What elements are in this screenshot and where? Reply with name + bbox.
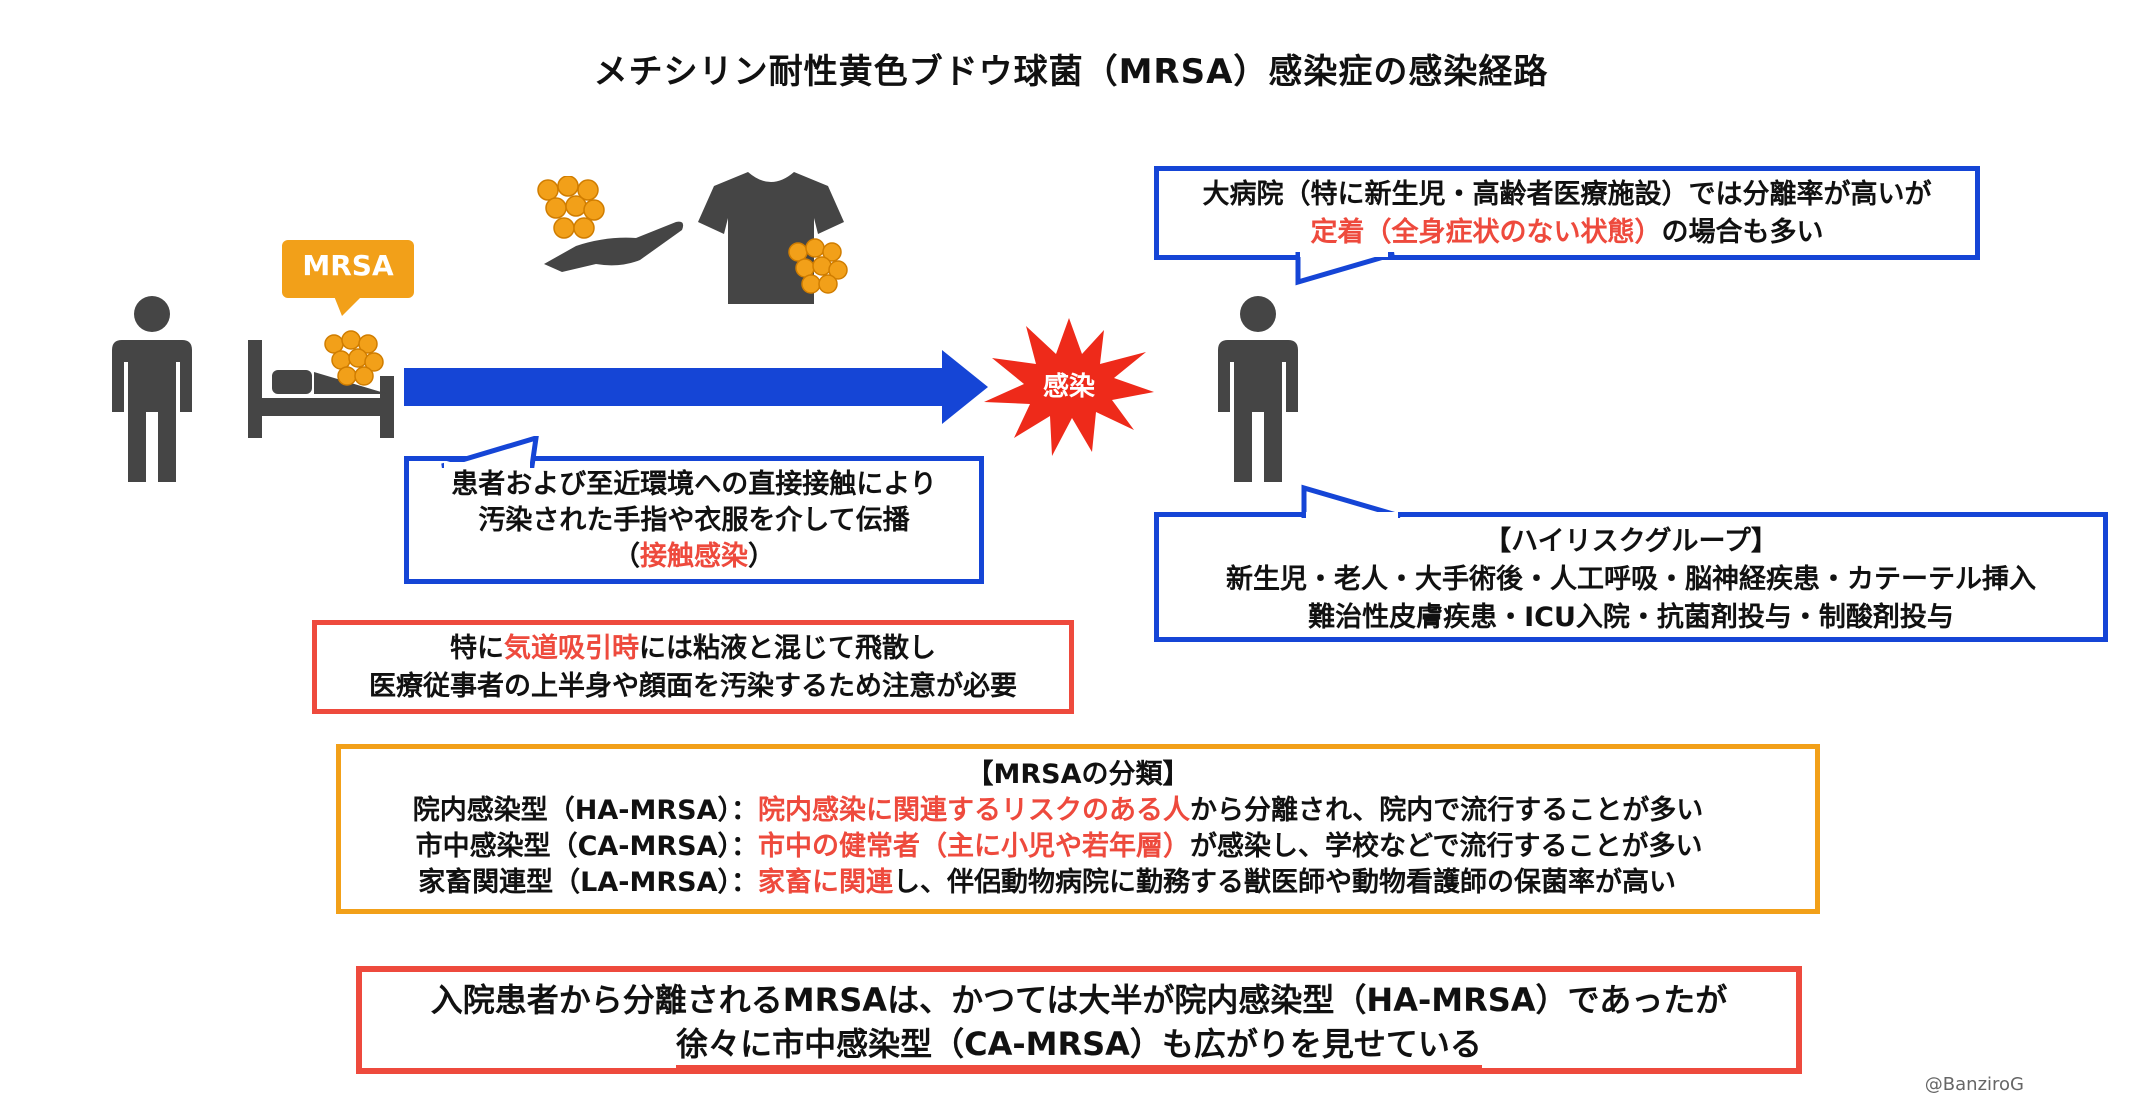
classification-row-ha: 院内感染型（HA-MRSA）：院内感染に関連するリスクのある人から分離され、院内… bbox=[341, 793, 1815, 829]
high-risk-box-pointer bbox=[1301, 484, 1401, 518]
summary-box: 入院患者から分離されるMRSAは、かつては大半が院内感染型（HA-MRSA）であ… bbox=[356, 966, 1802, 1074]
high-risk-line-1: 新生児・老人・大手術後・人工呼吸・脳神経疾患・カテーテル挿入 bbox=[1226, 564, 2036, 595]
classification-highlight: 院内感染に関連するリスクのある人 bbox=[758, 795, 1190, 826]
author-credit: @BanziroG bbox=[1924, 1074, 2024, 1095]
contact-line-1: 患者および至近環境への直接接触により bbox=[451, 469, 937, 500]
high-risk-group-box: 【ハイリスクグループ】 新生児・老人・大手術後・人工呼吸・脳神経疾患・カテーテル… bbox=[1154, 512, 2108, 642]
suction-warning-box: 特に気道吸引時には粘液と混じて飛散し 医療従事者の上半身や顔面を汚染するため注意… bbox=[312, 620, 1074, 714]
summary-line-1: 入院患者から分離されるMRSAは、かつては大半が院内感染型（HA-MRSA）であ… bbox=[430, 981, 1728, 1019]
person-icon bbox=[112, 296, 192, 482]
bacteria-icon bbox=[537, 176, 605, 239]
classification-row-la: 家畜関連型（LA-MRSA）：家畜に関連し、伴侶動物病院に勤務する獣医師や動物看… bbox=[341, 865, 1815, 901]
mrsa-callout-label: MRSA bbox=[302, 249, 394, 282]
suction-line-2: 医療従事者の上半身や顔面を汚染するため注意が必要 bbox=[369, 671, 1017, 702]
diagram-title: メチシリン耐性黄色ブドウ球菌（MRSA）感染症の感染経路 bbox=[593, 52, 1549, 92]
contact-transmission-box: 患者および至近環境への直接接触により 汚染された手指や衣服を介して伝播 （接触感… bbox=[404, 456, 984, 584]
mrsa-classification-box: 【MRSAの分類】 院内感染型（HA-MRSA）：院内感染に関連するリスクのある… bbox=[336, 744, 1820, 914]
classification-heading: 【MRSAの分類】 bbox=[966, 759, 1190, 790]
hospital-line-1: 大病院（特に新生児・高齢者医療施設）では分離率が高いが bbox=[1202, 179, 1932, 210]
mrsa-callout-bubble bbox=[282, 240, 414, 316]
hospital-isolation-box: 大病院（特に新生児・高齢者医療施設）では分離率が高いが 定着（全身症状のない状態… bbox=[1154, 166, 1980, 260]
classification-row-ca: 市中感染型（CA-MRSA）：市中の健常者（主に小児や若年層）が感染し、学校など… bbox=[341, 829, 1815, 865]
contact-box-pointer bbox=[441, 436, 539, 468]
summary-line-2: 徐々に市中感染型（CA-MRSA）も広がりを見せている bbox=[362, 1022, 1796, 1068]
hand-icon bbox=[544, 221, 684, 272]
contact-line-3: （接触感染） bbox=[613, 541, 775, 572]
classification-type: 市中感染型（CA-MRSA）： bbox=[415, 831, 758, 862]
classification-highlight: 家畜に関連 bbox=[758, 867, 893, 898]
classification-type: 家畜関連型（LA-MRSA）： bbox=[418, 867, 758, 898]
high-risk-heading: 【ハイリスクグループ】 bbox=[1484, 526, 1778, 557]
contact-line-2: 汚染された手指や衣服を介して伝播 bbox=[478, 505, 910, 536]
infection-burst-label: 感染 bbox=[1042, 372, 1095, 402]
hospital-box-pointer bbox=[1295, 252, 1395, 286]
bacteria-icon bbox=[788, 238, 848, 294]
infection-burst-icon bbox=[984, 318, 1154, 456]
person-icon bbox=[1218, 296, 1298, 482]
colonization-highlight: 定着（全身症状のない状態） bbox=[1310, 217, 1662, 248]
high-risk-line-2: 難治性皮膚疾患・ICU入院・抗菌剤投与・制酸剤投与 bbox=[1308, 602, 1954, 633]
transmission-arrow bbox=[404, 350, 988, 424]
bacteria-icon bbox=[324, 330, 384, 386]
hospital-line-2: 定着（全身症状のない状態）の場合も多い bbox=[1310, 217, 1824, 248]
suction-highlight: 気道吸引時 bbox=[504, 633, 639, 664]
classification-type: 院内感染型（HA-MRSA）： bbox=[412, 795, 758, 826]
suction-line-1: 特に気道吸引時には粘液と混じて飛散し bbox=[450, 633, 936, 664]
classification-highlight: 市中の健常者（主に小児や若年層） bbox=[758, 831, 1190, 862]
contact-route-highlight: 接触感染 bbox=[640, 541, 748, 572]
